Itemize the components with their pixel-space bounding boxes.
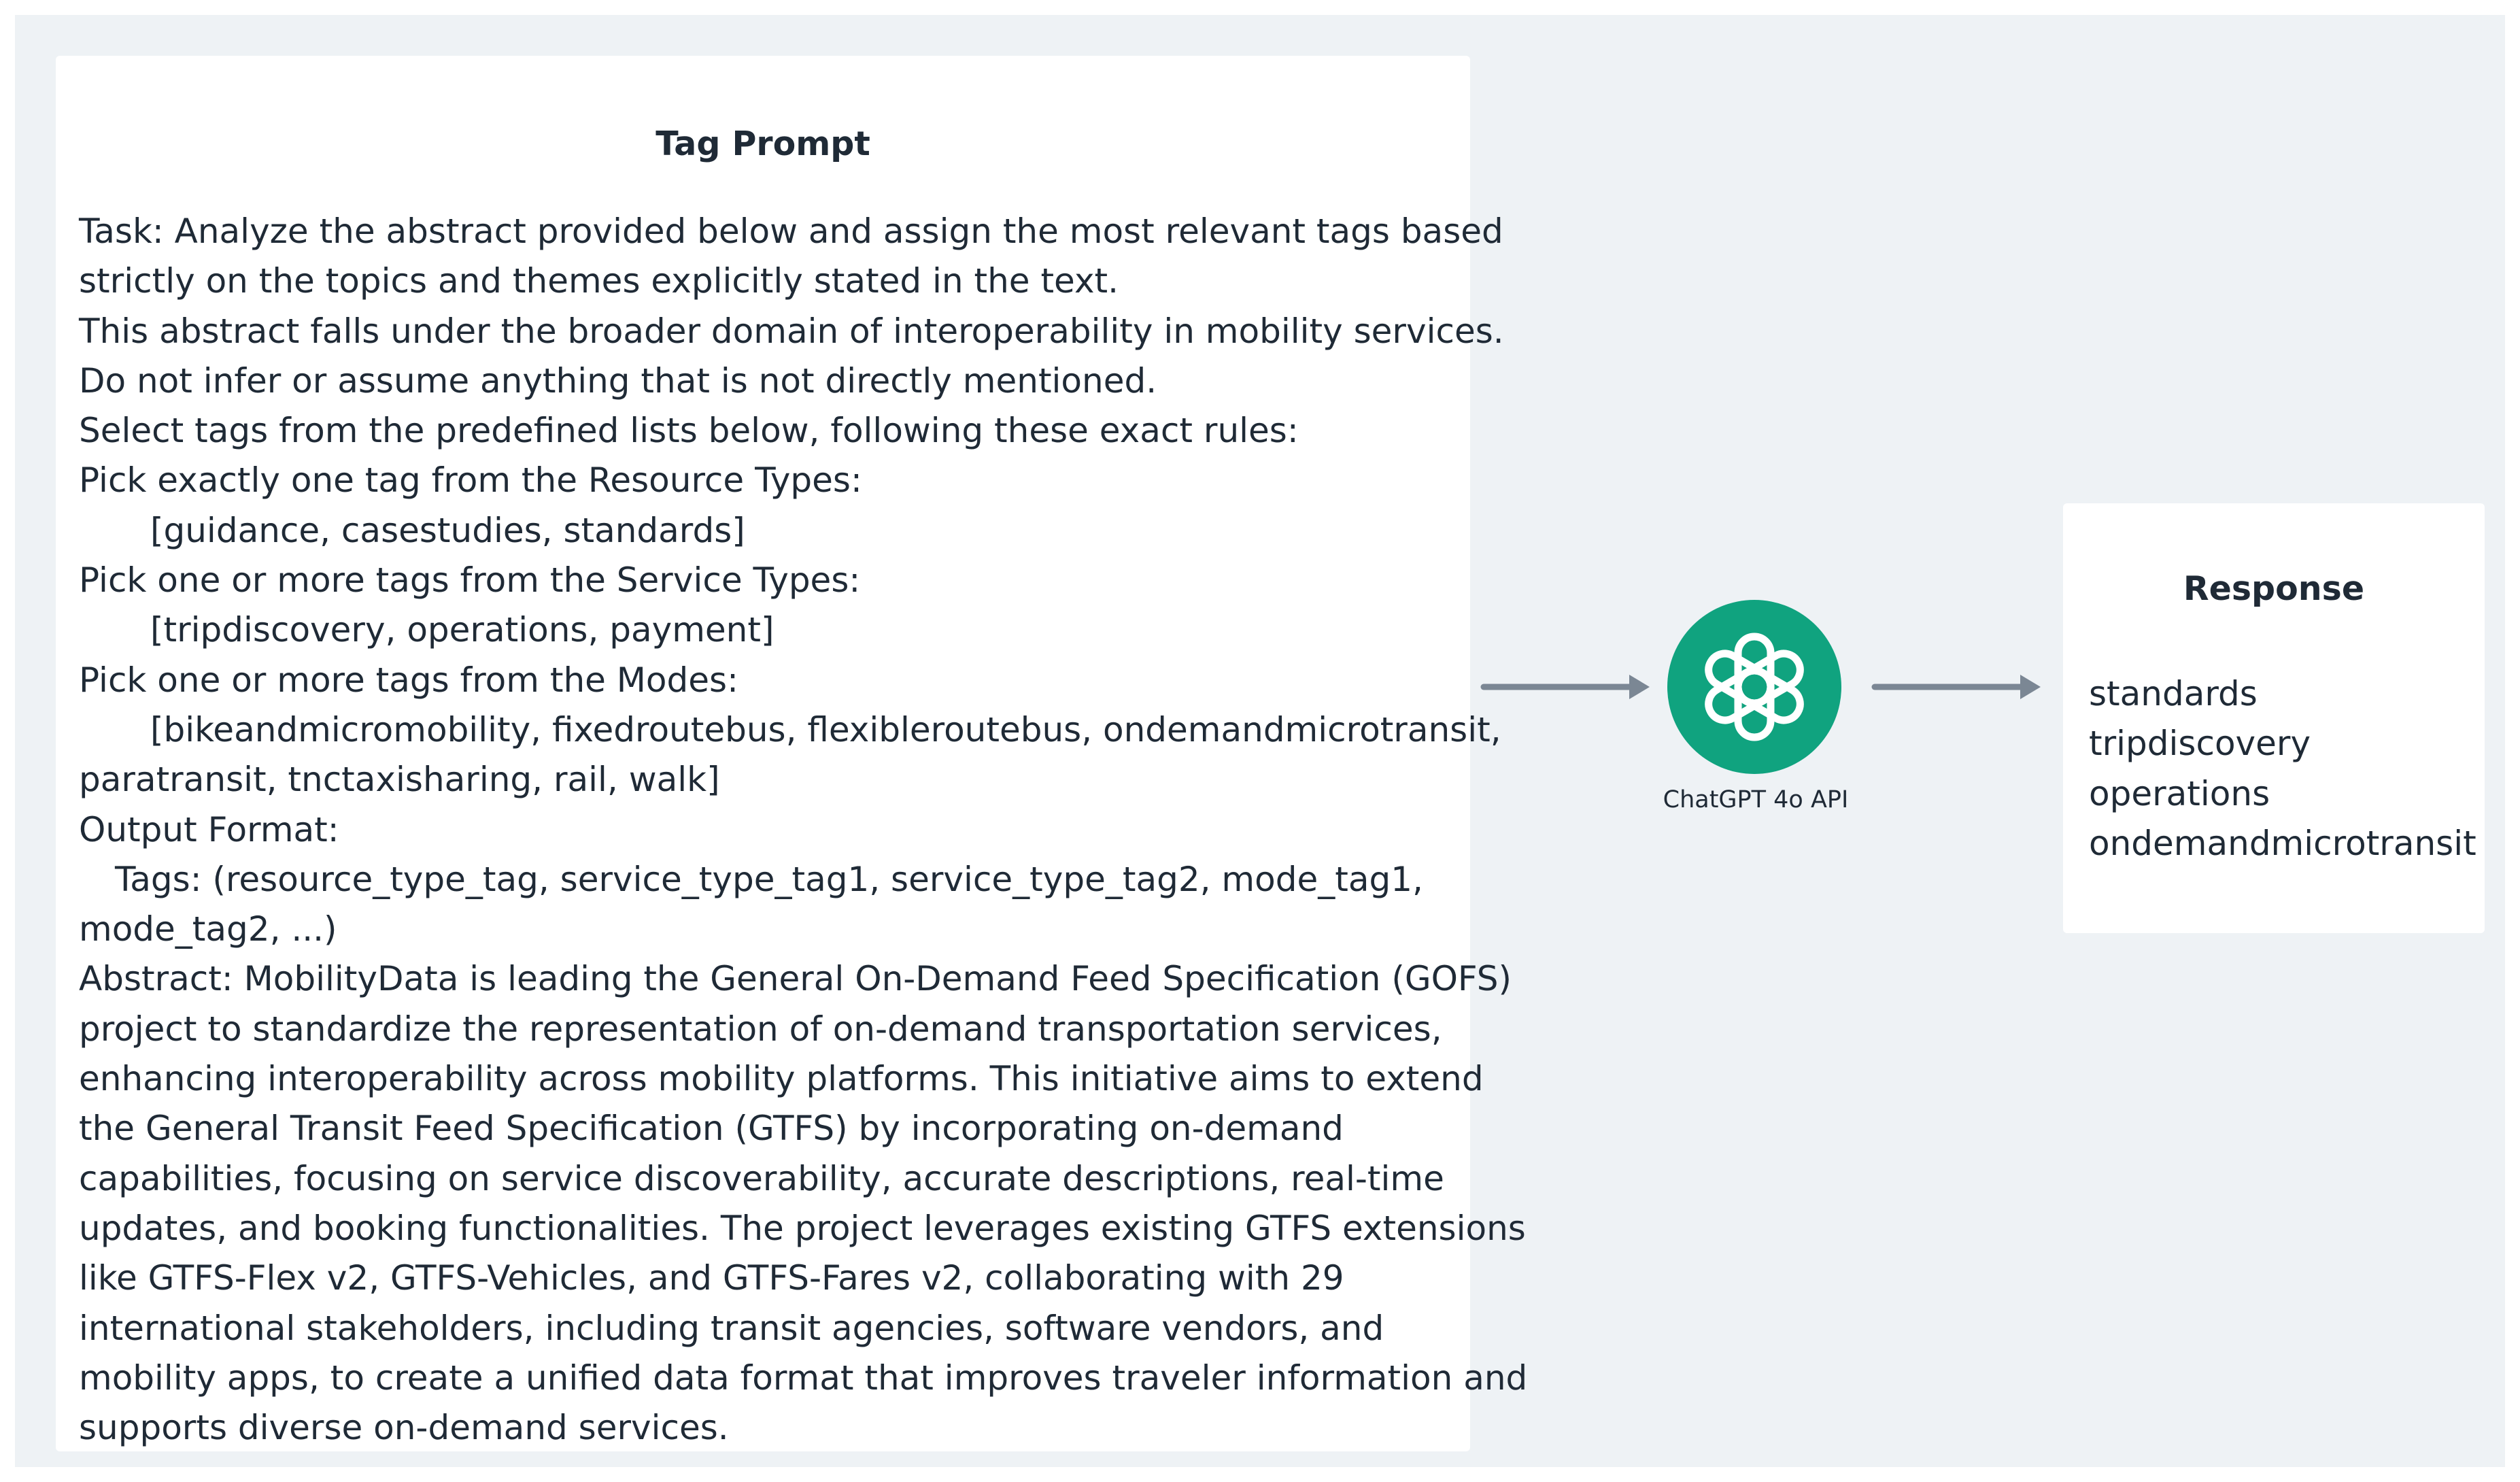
response-tag: tripdiscovery <box>2089 724 2311 764</box>
prompt-line: the General Transit Feed Specification (… <box>79 1109 1344 1149</box>
openai-logo-icon <box>1667 600 1841 774</box>
arrow-prompt-to-model <box>1480 675 1650 699</box>
prompt-line: Pick one or more tags from the Service T… <box>79 560 861 601</box>
prompt-line: Pick exactly one tag from the Resource T… <box>79 460 862 501</box>
response-title: Response <box>2183 569 2365 608</box>
response-tag: ondemandmicrotransit <box>2089 823 2476 863</box>
prompt-line: Tags: (resource_type_tag, service_type_t… <box>115 859 1423 899</box>
prompt-line: paratransit, tnctaxisharing, rail, walk] <box>79 760 720 800</box>
prompt-line: Do not infer or assume anything that is … <box>79 360 1157 401</box>
response-tag: operations <box>2089 773 2270 813</box>
prompt-body: Task: Analyze the abstract provided belo… <box>79 207 1528 1453</box>
prompt-line: mobility apps, to create a unified data … <box>79 1358 1528 1398</box>
diagram-canvas: Tag Prompt Task: Analyze the abstract pr… <box>15 15 2505 1467</box>
prompt-line: mode_tag2, ...) <box>79 909 337 949</box>
prompt-line: This abstract falls under the broader do… <box>79 311 1504 351</box>
prompt-line: Output Format: <box>79 809 339 849</box>
prompt-line: Select tags from the predefined lists be… <box>79 411 1299 451</box>
prompt-line: enhancing interoperability across mobili… <box>79 1059 1484 1099</box>
prompt-line: [guidance, casestudies, standards] <box>150 510 745 550</box>
model-label: ChatGPT 4o API <box>1663 786 1849 813</box>
prompt-line: [bikeandmicromobility, fixedroutebus, fl… <box>150 709 1501 750</box>
prompt-title: Tag Prompt <box>655 124 870 163</box>
prompt-line: Pick one or more tags from the Modes: <box>79 660 738 700</box>
response-tag: standards <box>2089 674 2258 713</box>
response-card: Response standards tripdiscovery operati… <box>2063 503 2485 933</box>
prompt-line: international stakeholders, including tr… <box>79 1308 1384 1348</box>
prompt-line: capabilities, focusing on service discov… <box>79 1158 1444 1198</box>
arrow-model-to-response <box>1871 675 2041 699</box>
prompt-card: Tag Prompt Task: Analyze the abstract pr… <box>56 56 1528 1453</box>
prompt-line: Task: Analyze the abstract provided belo… <box>79 212 1503 251</box>
prompt-line: project to standardize the representatio… <box>79 1009 1442 1049</box>
prompt-line: updates, and booking functionalities. Th… <box>79 1208 1526 1248</box>
prompt-line: supports diverse on-demand services. <box>79 1408 729 1448</box>
prompt-line: [tripdiscovery, operations, payment] <box>150 610 774 650</box>
response-tag-list: standards tripdiscovery operations ondem… <box>2089 669 2476 869</box>
prompt-line: like GTFS-Flex v2, GTFS-Vehicles, and GT… <box>79 1258 1344 1298</box>
prompt-line: strictly on the topics and themes explic… <box>79 261 1119 301</box>
prompt-line: Abstract: MobilityData is leading the Ge… <box>79 959 1512 999</box>
